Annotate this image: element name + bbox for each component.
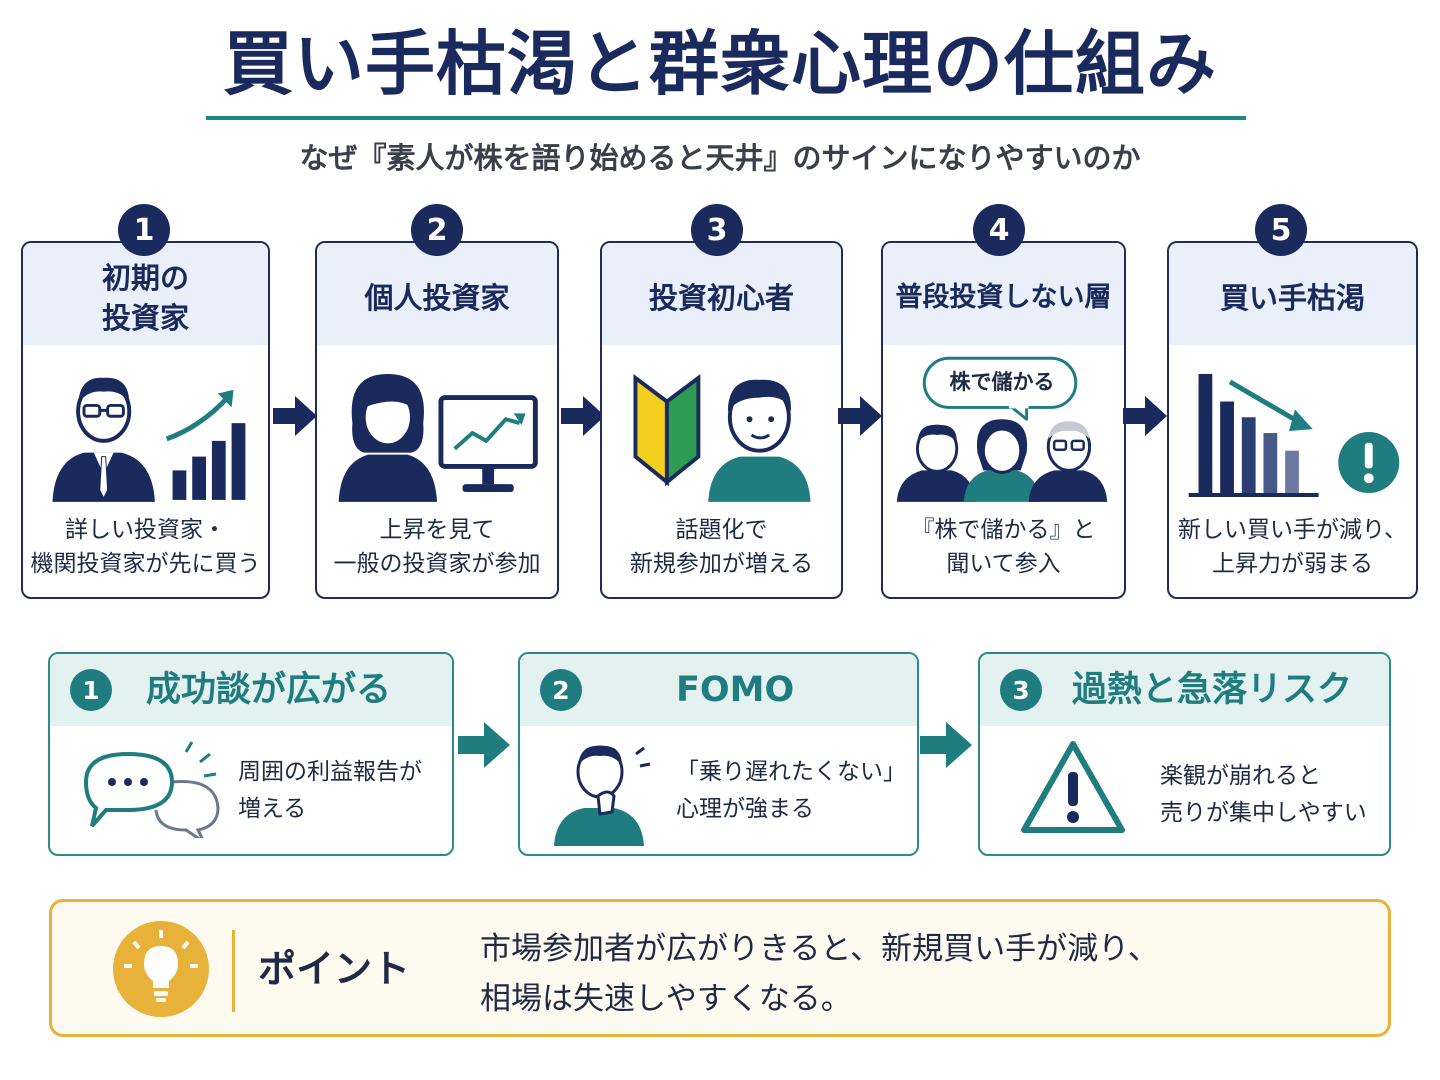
lightbulb-icon: [113, 921, 209, 1017]
step-description: 話題化で 新規参加が増える: [629, 517, 814, 577]
arrow-right-icon: [561, 396, 605, 436]
arrow-right-icon: [838, 396, 882, 436]
step-card-individual-investors: 個人投資家 上昇を見て 一般の投資家が参加: [315, 241, 559, 599]
process-card-success-stories: 1 成功談が広がる 周囲の利益報告が 増える: [48, 652, 454, 856]
process-card-overheating-risk: 3 過熱と急落リスク 楽観が崩れると 売りが集中しやすい: [978, 652, 1391, 856]
step-title: 普段投資しない層: [883, 243, 1124, 345]
woman-monitor-icon: [338, 373, 538, 502]
step-card-beginners: 投資初心者 話題化で 新規参加が増える: [600, 241, 843, 599]
step-card-non-investors: 普段投資しない層 株で儲かる 『株で儲かる』と 聞いて参入: [881, 241, 1126, 599]
step-number-badge: 3: [691, 204, 743, 256]
page-subtitle: なぜ『素人が株を語り始めると天井』のサインになりやすいのか: [299, 141, 1141, 175]
step-title: 投資初心者: [602, 243, 841, 345]
speech-bubble-text: 株で儲かる: [949, 370, 1055, 394]
point-text: 市場参加者が広がりきると、新規買い手が減り、 相場は失速しやすくなる。: [480, 931, 1159, 1017]
arrow-right-icon: [1123, 396, 1167, 436]
step-number-badge: 2: [411, 204, 463, 256]
process-card-header: [50, 654, 452, 726]
step-number-badge: 5: [1255, 204, 1307, 256]
process-number-badge: 1: [70, 669, 112, 711]
step-description: 上昇を見て 一般の投資家が参加: [333, 517, 541, 577]
process-description: 「乗り遅れたくない」 心理が強まる: [676, 759, 906, 822]
process-card-fomo: 2 FOMO 「乗り遅れたくない」 心理が強まる: [518, 652, 919, 856]
chat-bubbles-icon: [83, 741, 220, 838]
point-summary-box: ポイント 市場参加者が広がりきると、新規買い手が減り、 相場は失速しやすくなる。: [49, 899, 1391, 1037]
process-title: 過熱と急落リスク: [1072, 670, 1353, 710]
step-card-buyer-exhaustion: 買い手枯渇 新しい買い手が減り、 上昇力が弱まる: [1167, 241, 1418, 599]
arrow-right-icon: [273, 396, 317, 436]
declining-bar-chart-icon: [1188, 373, 1400, 497]
step-description: 『株で儲かる』と 聞いて参入: [911, 517, 1096, 577]
step-number-badge: 1: [118, 204, 170, 256]
step-card-initial-investors: 初期の 投資家 詳しい投資家・ 機関投資家が先に買う: [21, 241, 270, 599]
process-card-header: [980, 654, 1389, 726]
process-number-badge: 3: [1000, 669, 1042, 711]
arrow-right-icon: [458, 722, 510, 768]
process-description: 楽観が崩れると 売りが集中しやすい: [1160, 763, 1367, 826]
step-title: 初期の 投資家: [23, 243, 268, 345]
worried-person-icon: [554, 745, 651, 846]
process-description: 周囲の利益報告が 増える: [238, 759, 422, 822]
process-title: 成功談が広がる: [146, 670, 392, 710]
arrow-right-icon: [920, 722, 972, 768]
process-number-badge: 2: [540, 669, 582, 711]
warning-triangle-icon: [1021, 741, 1125, 833]
process-card-header: [520, 654, 917, 726]
page-title: 買い手枯渇と群衆心理の仕組み: [223, 23, 1217, 105]
process-title: FOMO: [676, 670, 795, 710]
point-divider: [232, 930, 235, 1012]
beginner-mark-person-icon: [633, 373, 811, 502]
step-title: 個人投資家: [317, 243, 557, 345]
businessman-rising-chart-icon: [52, 377, 246, 502]
step-title: 買い手枯渇: [1169, 243, 1416, 345]
step-number-badge: 4: [973, 204, 1025, 256]
step-description: 新しい買い手が減り、 上昇力が弱まる: [1177, 517, 1408, 577]
point-label: ポイント: [258, 947, 411, 991]
step-description: 詳しい投資家・ 機関投資家が先に買う: [30, 517, 261, 577]
title-underline: [206, 116, 1246, 120]
three-people-group-icon: [896, 419, 1108, 502]
